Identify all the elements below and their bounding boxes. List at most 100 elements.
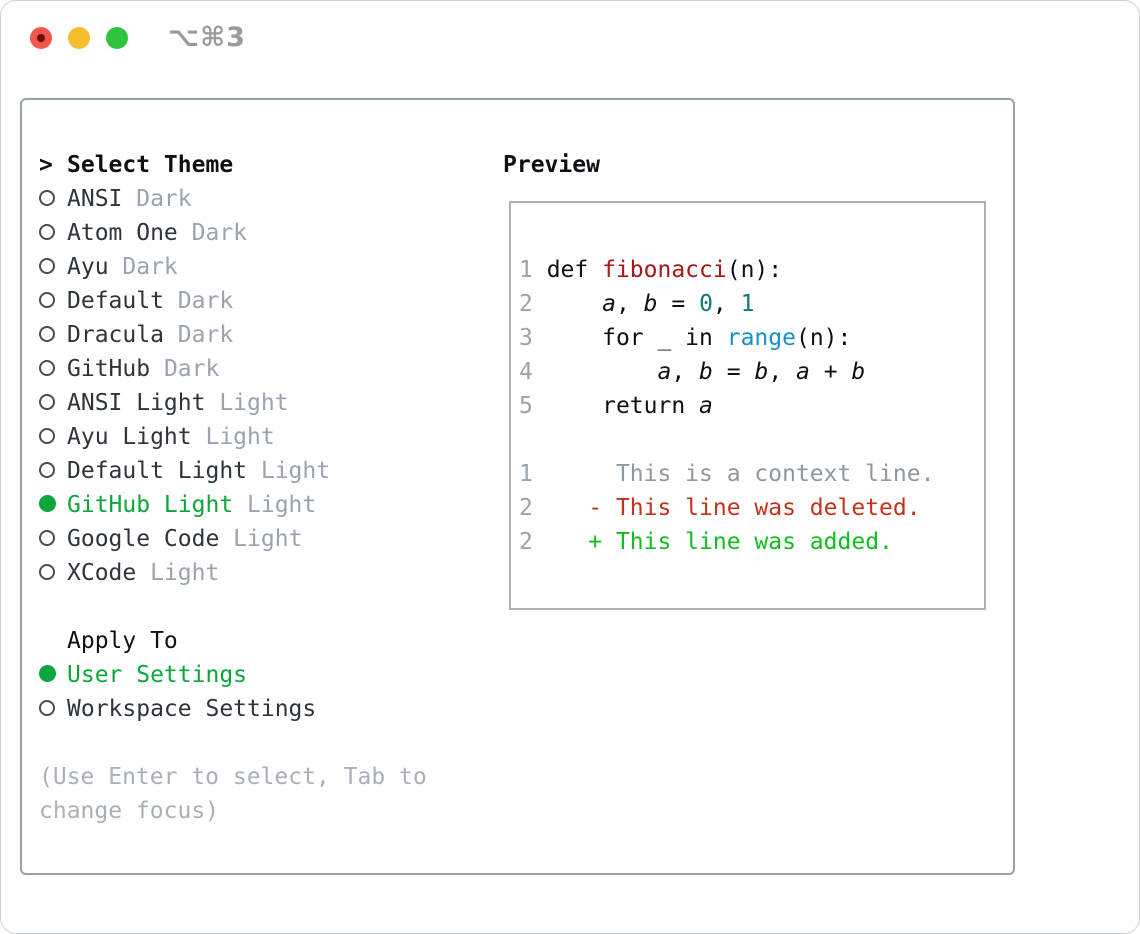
apply-option[interactable]: User Settings (39, 658, 469, 692)
radio-cell (39, 318, 67, 352)
code-token (547, 291, 602, 317)
code-token: b (754, 359, 769, 385)
code-line: 4 a, b = b, a + b (519, 355, 984, 389)
theme-name: Ayu Light (67, 424, 192, 450)
radio-icon (39, 564, 55, 580)
code-token: , (671, 359, 700, 385)
apply-option[interactable]: Workspace Settings (39, 692, 469, 726)
theme-option[interactable]: Dracula Dark (39, 318, 469, 352)
theme-name: Default Light (67, 458, 248, 484)
theme-name: Default (67, 288, 164, 314)
apply-option-name: User Settings (67, 662, 248, 688)
theme-option[interactable]: Google Code Light (39, 522, 469, 556)
theme-option[interactable]: XCode Light (39, 556, 469, 590)
theme-variant-label: Light (191, 424, 275, 450)
apply-to-title: Apply To (67, 628, 178, 654)
code-token: = (712, 359, 755, 385)
radio-cell (39, 216, 67, 250)
radio-icon (39, 292, 55, 308)
theme-name: GitHub (67, 356, 151, 382)
spacer (39, 590, 469, 624)
code-token: , (768, 359, 797, 385)
theme-name: ANSI Light (67, 390, 206, 416)
radio-icon (39, 224, 55, 240)
code-token: 0 (699, 291, 713, 317)
theme-name: Dracula (67, 322, 164, 348)
theme-variant-label: Dark (108, 254, 178, 280)
radio-icon (39, 665, 56, 682)
code-line: 5 return a (519, 389, 984, 423)
titlebar: ⌥⌘3 (1, 1, 1139, 73)
cursor-prompt-icon: > (39, 152, 53, 178)
diff-line: 1 This is a context line. (519, 457, 984, 491)
code-token: a (657, 359, 672, 385)
select-theme-title: Select Theme (67, 152, 234, 178)
theme-option[interactable]: Ayu Dark (39, 250, 469, 284)
theme-option[interactable]: Ayu Light Light (39, 420, 469, 454)
theme-name: Ayu (67, 254, 109, 280)
theme-option[interactable]: Default Dark (39, 284, 469, 318)
theme-option[interactable]: Default Light Light (39, 454, 469, 488)
theme-option[interactable]: ANSI Dark (39, 182, 469, 216)
code-token: + (809, 359, 852, 385)
radio-cell (39, 352, 67, 386)
code-token: a (796, 359, 810, 385)
minimize-button[interactable] (68, 27, 90, 49)
code-token: = (657, 291, 700, 317)
theme-variant-label: Light (136, 560, 220, 586)
diff-text: + This line was added. (546, 529, 893, 555)
radio-icon (39, 462, 55, 478)
theme-variant-label: Dark (163, 322, 234, 348)
radio-cell (39, 284, 67, 318)
theme-option[interactable]: GitHub Light Light (39, 488, 469, 522)
keyboard-hint: (Use Enter to select, Tab to change focu… (39, 764, 427, 824)
code-line: 1 def fibonacci(n): (519, 253, 984, 287)
radio-icon (39, 258, 55, 274)
code-token: a (699, 393, 713, 419)
code-token: , (615, 291, 644, 317)
theme-option[interactable]: Atom One Dark (39, 216, 469, 250)
radio-icon (39, 360, 55, 376)
code-token: b (851, 359, 866, 385)
spacer (39, 726, 469, 760)
code-token: (n): (795, 325, 852, 351)
theme-option[interactable]: GitHub Dark (39, 352, 469, 386)
code-token: b (699, 359, 713, 385)
preview-title: Preview (503, 152, 600, 178)
radio-icon (39, 326, 55, 342)
radio-icon (39, 495, 56, 512)
close-button[interactable] (30, 27, 52, 49)
line-number: 2 (519, 291, 547, 317)
code-token: for _ in (546, 325, 727, 351)
radio-icon (39, 700, 55, 716)
theme-variant-label: Dark (122, 186, 192, 212)
code-token: , (712, 291, 741, 317)
diff-line: 2 + This line was added. (519, 525, 984, 559)
code-token: 1 (740, 291, 755, 317)
theme-name: ANSI (67, 186, 123, 212)
code-token: b (643, 291, 658, 317)
theme-option[interactable]: ANSI Light Light (39, 386, 469, 420)
zoom-button[interactable] (106, 27, 128, 49)
theme-variant-label: Light (247, 458, 331, 484)
theme-name: Google Code (67, 526, 220, 552)
code-token (547, 359, 658, 385)
radio-cell (39, 420, 67, 454)
diff-text: This is a context line. (546, 461, 935, 487)
radio-icon (39, 428, 55, 444)
radio-cell (39, 522, 67, 556)
radio-icon (39, 530, 55, 546)
diff-line: 2 - This line was deleted. (519, 491, 984, 525)
line-number: 2 (519, 529, 547, 555)
theme-variant-label: Light (219, 526, 303, 552)
radio-cell (39, 250, 67, 284)
theme-variant-label: Light (233, 492, 317, 518)
code-token: fibonacci (602, 257, 727, 283)
